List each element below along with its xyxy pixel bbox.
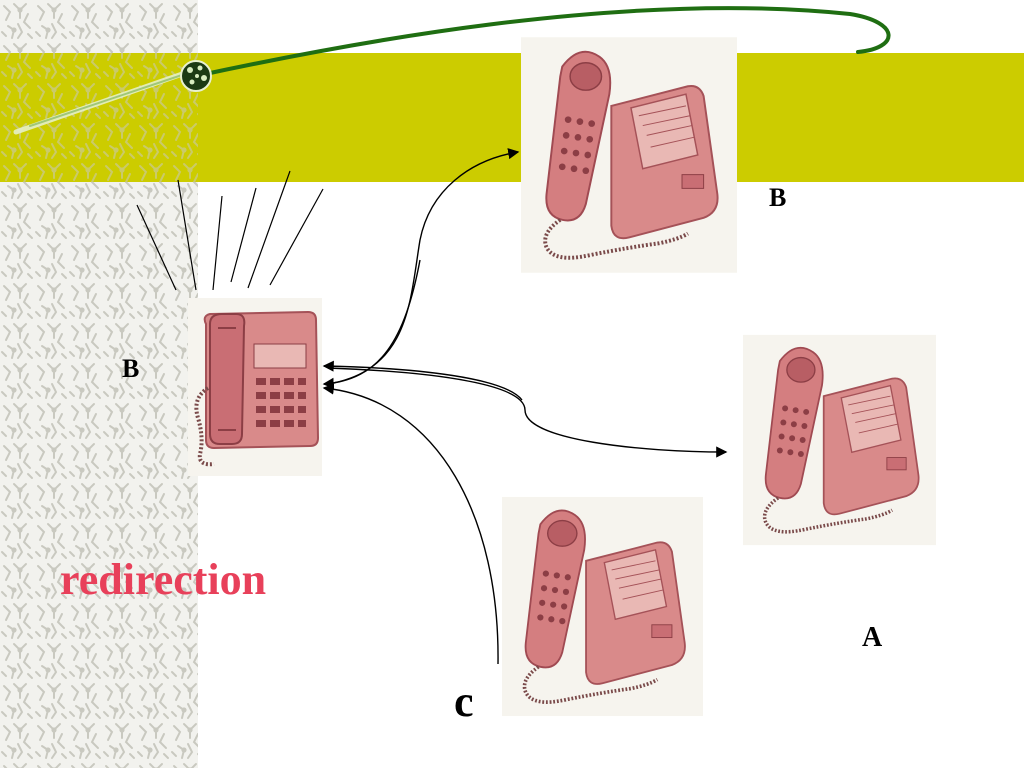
label-right-phone: A xyxy=(862,622,883,653)
label-top-phone: B xyxy=(769,183,787,212)
telephone-icon xyxy=(521,36,737,274)
telephone-icon xyxy=(743,333,936,547)
label-bottom-phone: c xyxy=(454,677,474,726)
label-left-phone: B xyxy=(122,354,140,383)
telephone-icon xyxy=(188,298,322,476)
globe-orb-icon xyxy=(180,60,212,92)
telephone-icon xyxy=(502,496,703,717)
slide-title: redirection xyxy=(60,555,267,604)
